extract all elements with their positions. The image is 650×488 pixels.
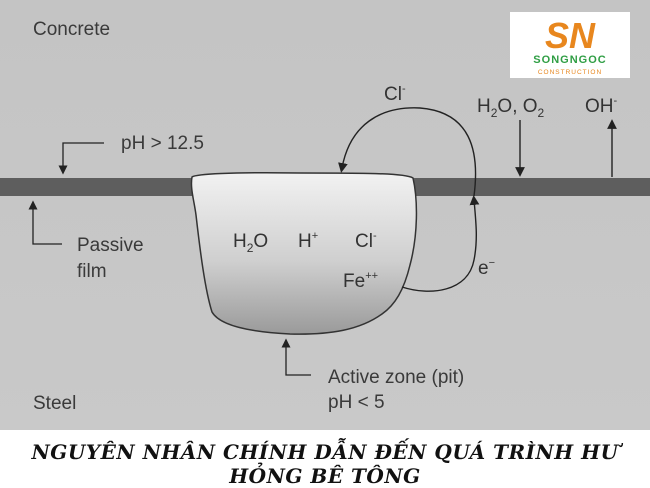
active-zone-arrow <box>281 338 311 376</box>
logo-background <box>510 12 630 78</box>
caption-title: NGUYÊN NHÂN CHÍNH DẪN ĐẾN QUÁ TRÌNH HƯ H… <box>31 440 619 488</box>
concrete-label: Concrete <box>33 19 110 40</box>
songngoc-logo: SN SONGNGOC CONSTRUCTION <box>510 12 630 78</box>
caption-bar <box>0 430 650 487</box>
logo-name: SONGNGOC <box>533 54 606 66</box>
water-oxygen-label: H2O, O2 <box>477 96 545 120</box>
pit-water-label: H2O <box>233 231 268 255</box>
logo-initials: SN <box>545 15 596 56</box>
passive-film-arrow <box>28 200 62 245</box>
pit-proton-label: H+ <box>298 230 318 252</box>
pit-shape <box>190 171 418 335</box>
active-label-line1: Active zone (pit) <box>328 367 464 388</box>
passive-label-line2: film <box>77 261 107 282</box>
active-label-line2: pH < 5 <box>328 392 385 413</box>
electron-path-arrow <box>401 195 480 292</box>
passive-label-line1: Passive <box>77 235 144 256</box>
steel-label: Steel <box>33 393 76 414</box>
chloride-cycle-arrow <box>338 107 477 197</box>
logo-tagline: CONSTRUCTION <box>538 69 602 76</box>
pit-iron-label: Fe++ <box>343 270 378 292</box>
pit-chloride-label: Cl- <box>355 230 377 252</box>
corrosion-diagram: Concrete pH > 12.5 Passive film Steel Ac… <box>0 0 650 430</box>
chloride-top-label: Cl- <box>384 83 406 105</box>
electron-label: e− <box>478 257 495 279</box>
ph-high-label: pH > 12.5 <box>121 133 204 154</box>
hydroxide-label: OH- <box>585 95 618 117</box>
ph-high-arrow <box>58 142 104 175</box>
